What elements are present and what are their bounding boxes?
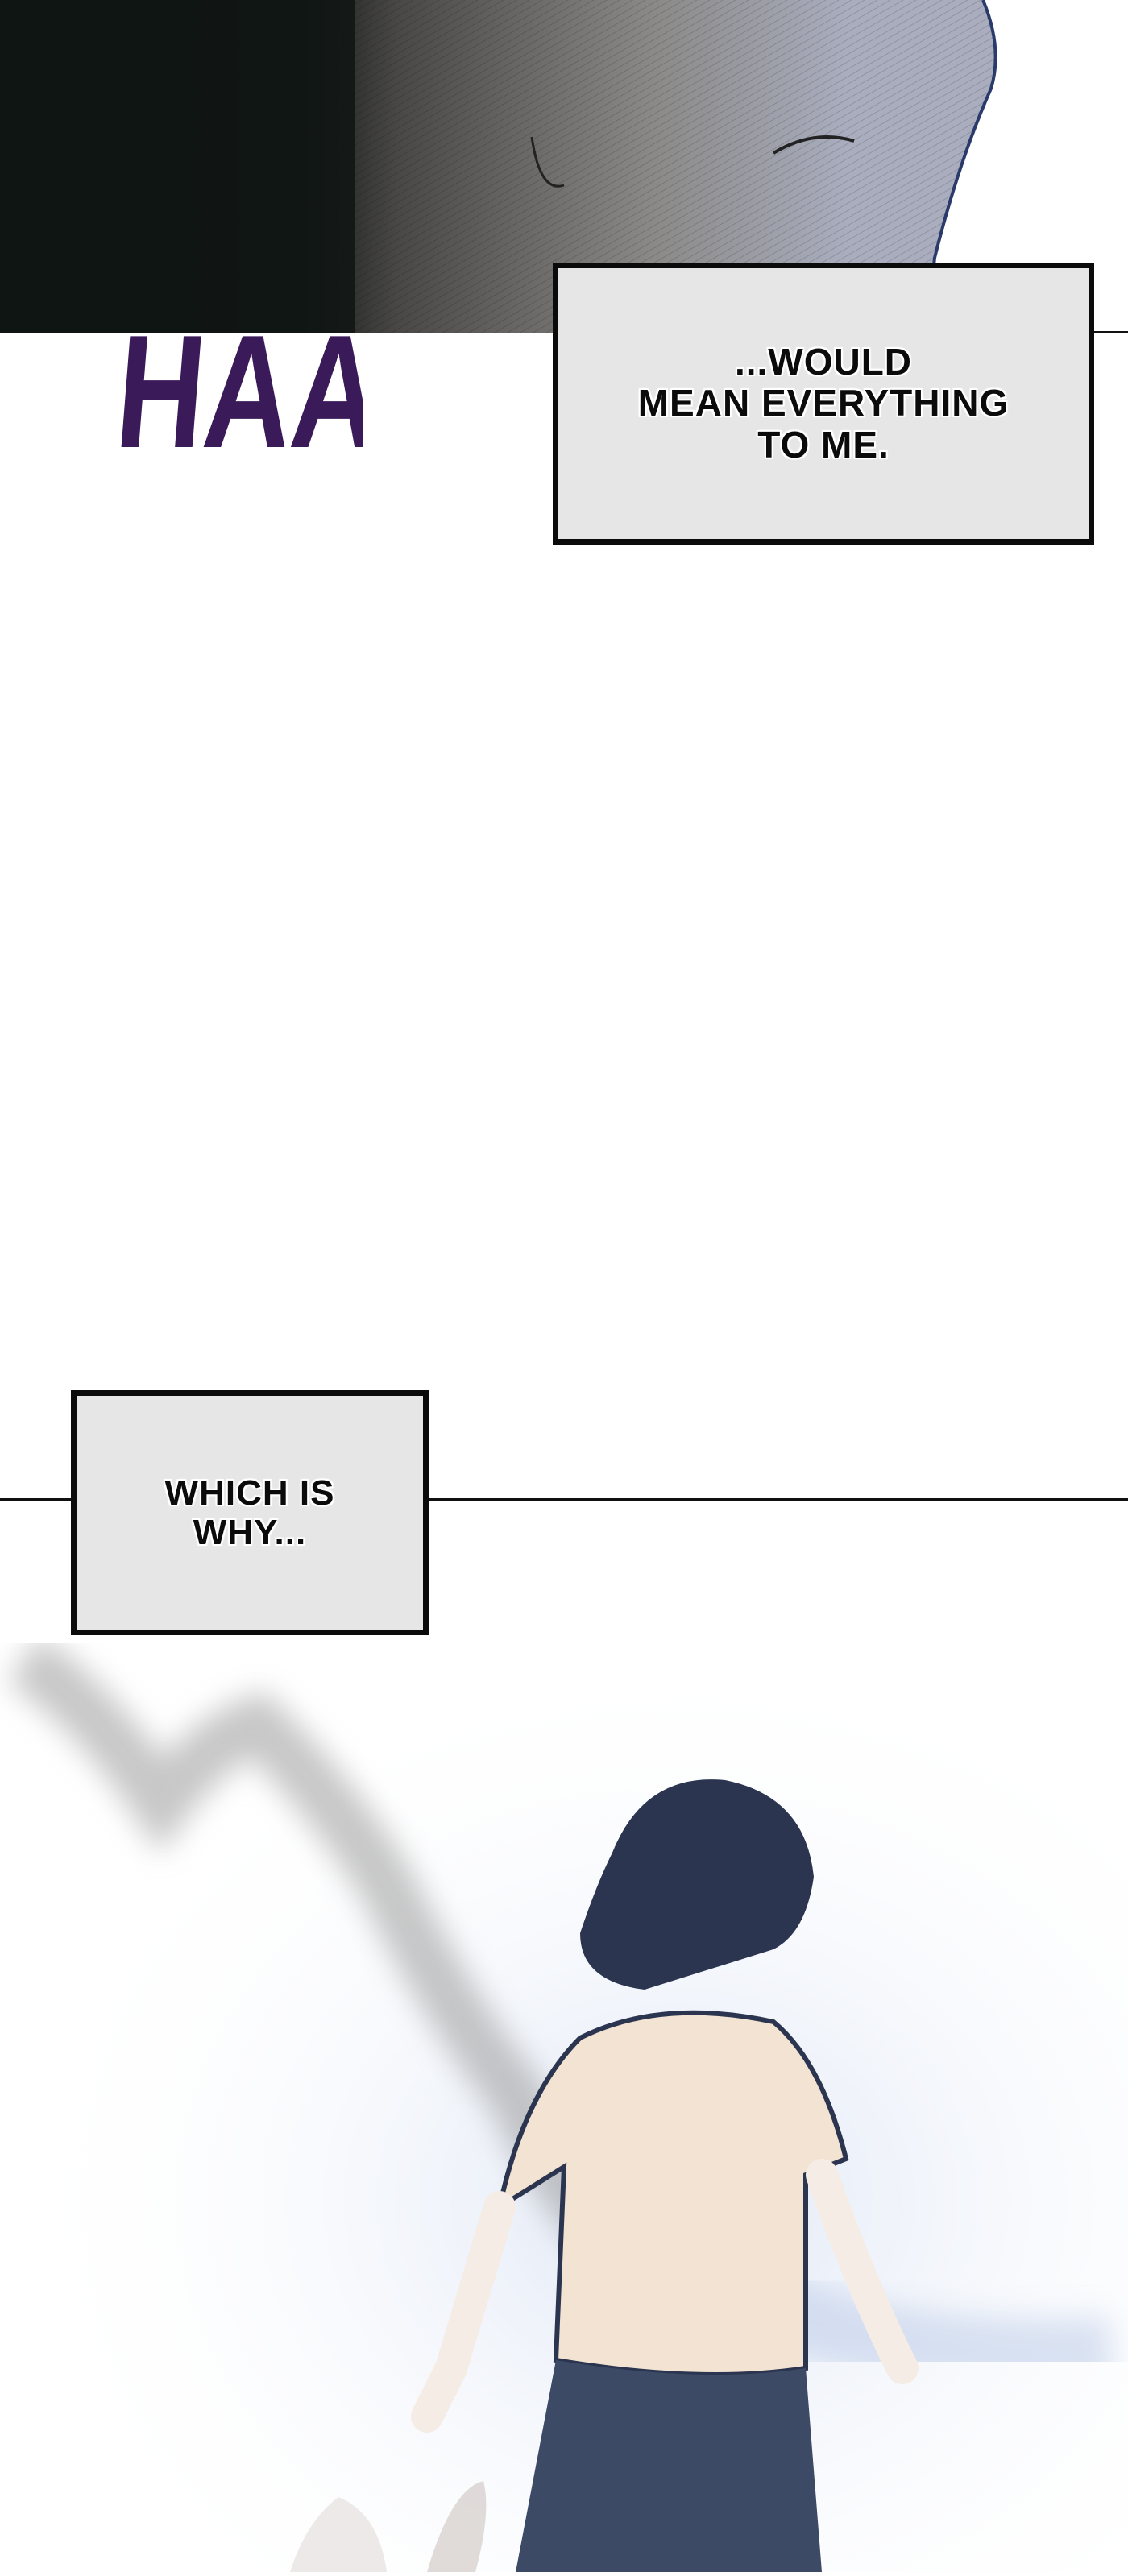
- boy-walking-illustration: [0, 1635, 1128, 2572]
- caption-text: WHICH IS WHY...: [164, 1472, 335, 1552]
- pants: [516, 2360, 822, 2572]
- panel-divider: [0, 1498, 1128, 1501]
- hair: [580, 1779, 814, 1990]
- sfx-text: HAA: [121, 301, 363, 475]
- top-panel-illustration: [0, 0, 1128, 333]
- caption-text: ...WOULD MEAN EVERYTHING TO ME.: [637, 340, 1010, 466]
- shirt: [496, 2010, 849, 2377]
- dark-closeup-art: [0, 0, 997, 333]
- haa-sound-effect: HAA: [109, 274, 389, 484]
- caption-box-1: ...WOULD MEAN EVERYTHING TO ME.: [553, 263, 1094, 545]
- caption-box-2: WHICH IS WHY...: [71, 1390, 429, 1635]
- panel-divider: [1088, 331, 1128, 333]
